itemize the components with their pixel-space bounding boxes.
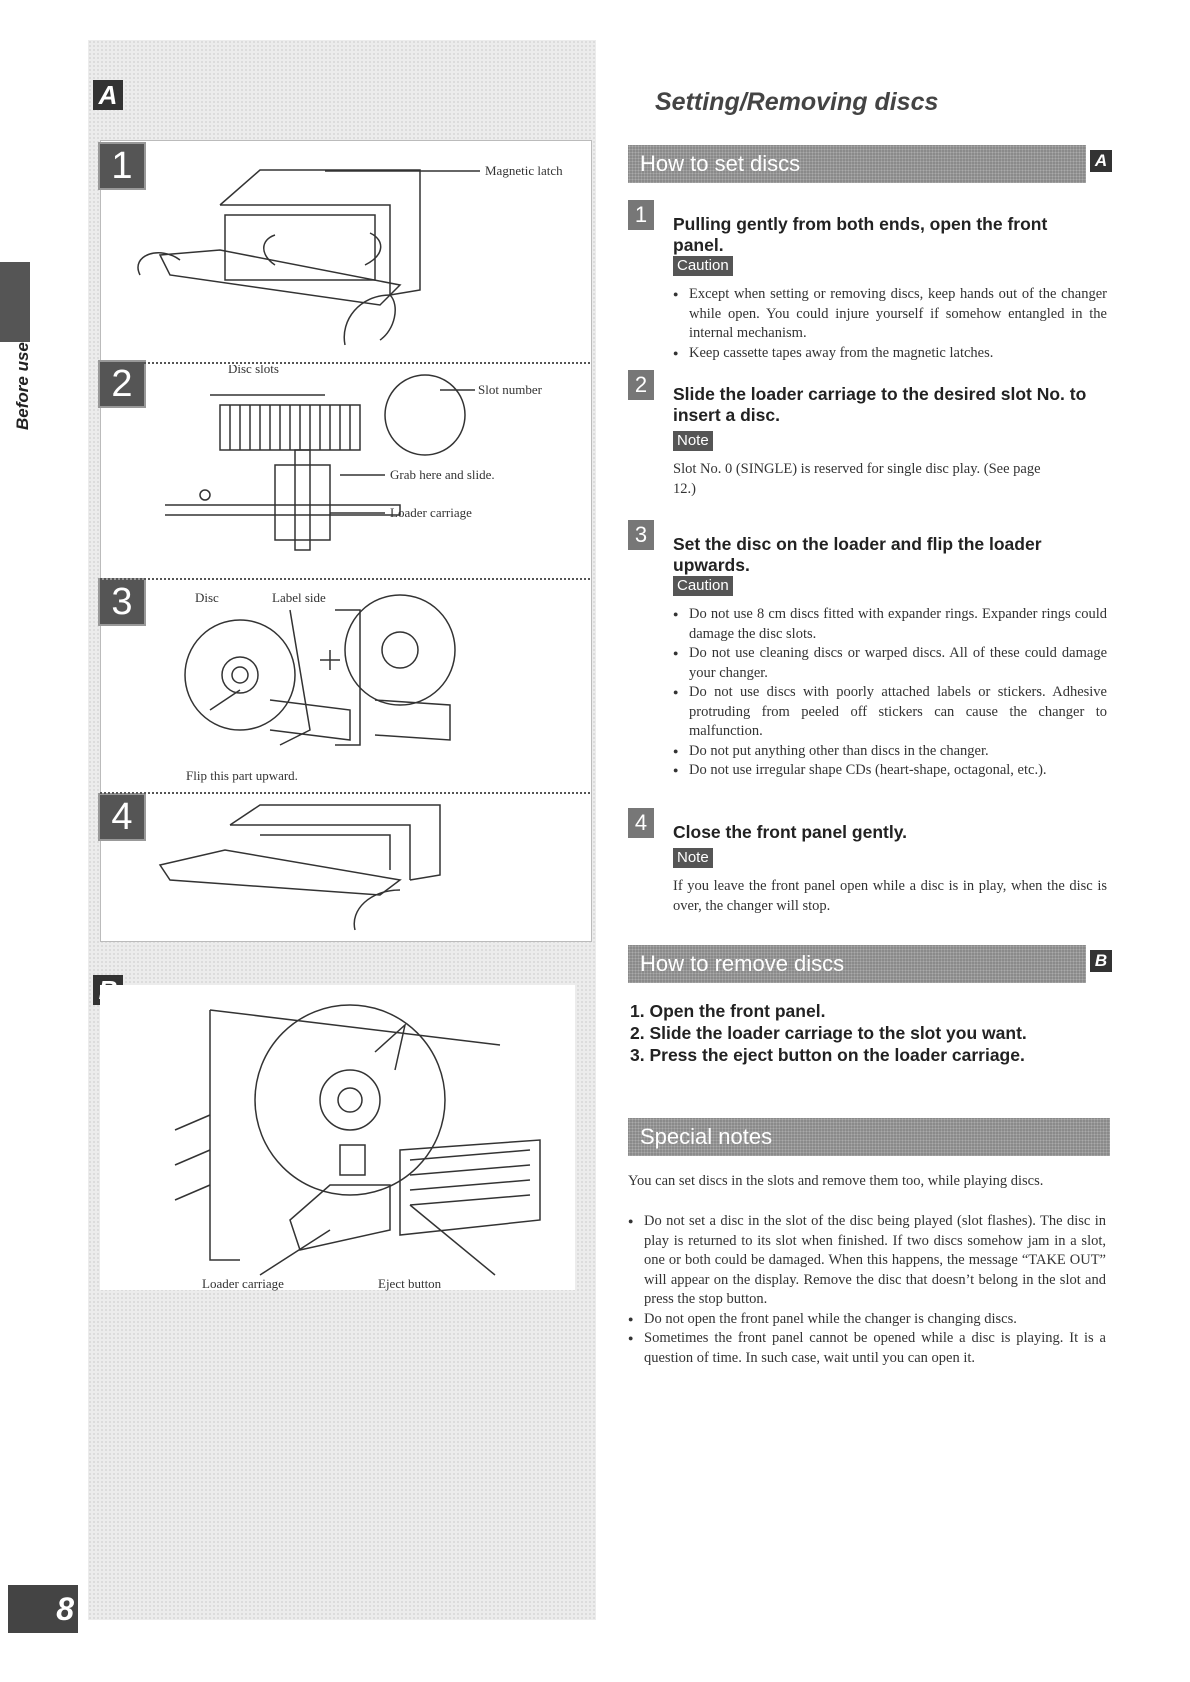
- step-3-number: 3: [628, 520, 654, 550]
- caption-loader-carriage-b: Loader carriage: [202, 1276, 284, 1291]
- side-tab-label: Before use: [13, 342, 32, 430]
- caption-grab-here: Grab here and slide.: [390, 467, 495, 482]
- set-section-letter: A: [1090, 150, 1112, 172]
- list-item: Do not put anything other than discs in …: [673, 742, 1107, 762]
- list-item: 2. Slide the loader carriage to the slot…: [630, 1023, 1027, 1043]
- step-1-heading: Pulling gently from both ends, open the …: [673, 214, 1048, 255]
- changer-open-panel-drawing: Magnetic latch: [137, 163, 563, 346]
- disc-loading-drawing: Disc Label side Flip this part upward.: [184, 590, 456, 783]
- changer-close-panel-drawing: [158, 804, 441, 931]
- illustration-step-4: 4: [98, 793, 146, 841]
- caption-slot-number: Slot number: [478, 382, 543, 397]
- page-title: Setting/Removing discs: [655, 88, 939, 116]
- step-4-note-tag: Note: [673, 848, 713, 868]
- section-b-illustration-panel: [100, 985, 575, 1290]
- side-tab-marker: [0, 262, 30, 342]
- list-item: Sometimes the front panel cannot be open…: [628, 1329, 1106, 1368]
- step-2-heading: Slide the loader carriage to the desired…: [673, 384, 1087, 425]
- eject-disc-drawing: Loader carriage Eject button: [174, 1004, 541, 1291]
- caption-flip-part: Flip this part upward.: [186, 768, 298, 783]
- list-item: Do not use discs with poorly attached la…: [673, 683, 1107, 742]
- caption-loader-carriage: Loader carriage: [390, 505, 472, 520]
- divider: [100, 578, 590, 580]
- how-to-set-discs-bar: How to set discs: [628, 145, 1086, 183]
- step-3-caution-tag: Caution: [673, 576, 733, 596]
- caption-eject-button: Eject button: [378, 1276, 442, 1291]
- step-3-cautions: Do not use 8 cm discs fitted with expand…: [673, 605, 1107, 781]
- page-number: 8: [8, 1585, 78, 1633]
- special-notes-list: Do not set a disc in the slot of the dis…: [628, 1212, 1106, 1368]
- loader-carriage-drawing: Disc slots Slot number Grab here and sli…: [165, 365, 543, 551]
- how-to-remove-discs-bar: How to remove discs: [628, 945, 1086, 983]
- step-2-note-text: Slot No. 0 (SINGLE) is reserved for sing…: [673, 461, 1041, 497]
- divider: [100, 362, 590, 364]
- step-2-number: 2: [628, 370, 654, 400]
- step-4-number: 4: [628, 808, 654, 838]
- caption-disc: Disc: [195, 590, 219, 605]
- step-4-heading: Close the front panel gently.: [673, 822, 908, 842]
- list-item: 1. Open the front panel.: [630, 1001, 826, 1021]
- remove-section-letter: B: [1090, 950, 1112, 972]
- caption-magnetic-latch: Magnetic latch: [485, 163, 563, 178]
- special-notes-intro: You can set discs in the slots and remov…: [628, 1173, 1044, 1189]
- list-item: 3. Press the eject button on the loader …: [630, 1045, 1025, 1065]
- list-item: Except when setting or removing discs, k…: [673, 285, 1107, 344]
- list-item: Do not use 8 cm discs fitted with expand…: [673, 605, 1107, 644]
- caption-disc-slots: Disc slots: [228, 365, 279, 376]
- svg-text:Before use: Before use: [13, 342, 32, 430]
- step-1-cautions: Except when setting or removing discs, k…: [673, 285, 1107, 363]
- step-3-heading: Set the disc on the loader and flip the …: [673, 534, 1042, 575]
- step-2-note-tag: Note: [673, 431, 713, 451]
- list-item: Do not use irregular shape CDs (heart-sh…: [673, 761, 1107, 781]
- remove-steps-list: 1. Open the front panel. 2. Slide the lo…: [630, 1000, 1100, 1066]
- section-a-letter: A: [93, 80, 123, 110]
- list-item: Do not set a disc in the slot of the dis…: [628, 1212, 1106, 1310]
- list-item: Do not open the front panel while the ch…: [628, 1310, 1106, 1330]
- divider: [100, 792, 590, 794]
- illustration-step-2: 2: [98, 360, 146, 408]
- special-notes-bar: Special notes: [628, 1118, 1110, 1156]
- step-1-caution-tag: Caution: [673, 256, 733, 276]
- step-4-note-text: If you leave the front panel open while …: [673, 878, 1107, 914]
- illustration-step-1: 1: [98, 142, 146, 190]
- list-item: Do not use cleaning discs or warped disc…: [673, 644, 1107, 683]
- caption-label-side: Label side: [272, 590, 326, 605]
- step-1-number: 1: [628, 200, 654, 230]
- list-item: Keep cassette tapes away from the magnet…: [673, 344, 1107, 364]
- section-a-illustration-panel: [100, 140, 592, 942]
- illustration-step-3: 3: [98, 578, 146, 626]
